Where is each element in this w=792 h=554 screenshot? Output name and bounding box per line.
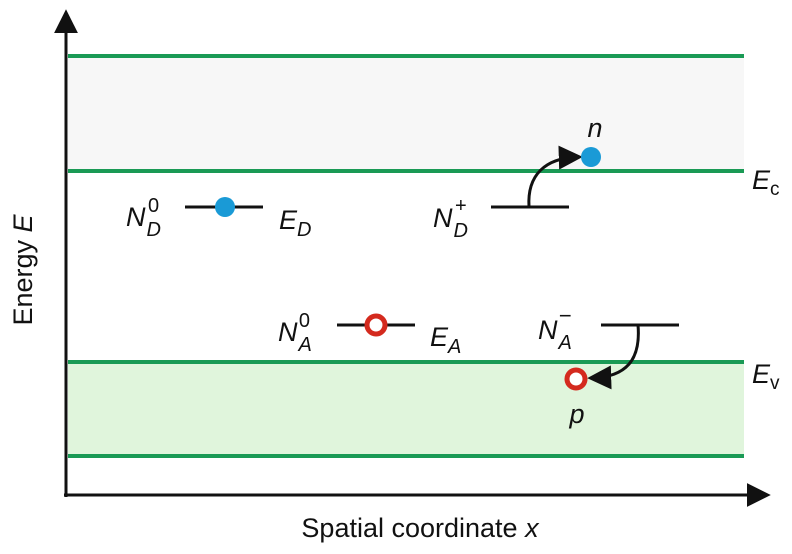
acceptor-hole xyxy=(364,313,388,337)
donor-ionization-arrow xyxy=(527,145,583,208)
neutral-acceptor: NA0 EA xyxy=(278,310,461,358)
valence-band-fill xyxy=(68,362,744,456)
neutral-acceptor-label: NA0 xyxy=(278,310,312,356)
conduction-electron xyxy=(581,147,601,167)
valence-hole xyxy=(564,367,588,391)
acceptor-level-label: EA xyxy=(430,322,461,358)
neutral-donor: ND0 ED xyxy=(126,195,311,241)
valence-band-label: Ev xyxy=(752,359,780,394)
acceptor-ionization-arrow xyxy=(587,324,640,390)
donor-electron xyxy=(215,197,235,217)
donor-level-label: ED xyxy=(279,205,311,241)
y-axis-label: Energy E xyxy=(8,213,38,325)
conduction-band-fill xyxy=(68,56,744,171)
ionized-donor: ND+ n xyxy=(433,113,603,242)
hole-carrier-label: p xyxy=(568,399,584,429)
ionized-acceptor: NA− p xyxy=(538,303,679,429)
ionized-acceptor-label: NA− xyxy=(538,303,572,354)
electron-carrier-label: n xyxy=(587,113,602,143)
neutral-donor-label: ND0 xyxy=(126,195,161,241)
x-axis-label: Spatial coordinate x xyxy=(301,513,540,543)
ionized-donor-label: ND+ xyxy=(433,195,468,242)
conduction-band-label: Ec xyxy=(752,165,780,200)
